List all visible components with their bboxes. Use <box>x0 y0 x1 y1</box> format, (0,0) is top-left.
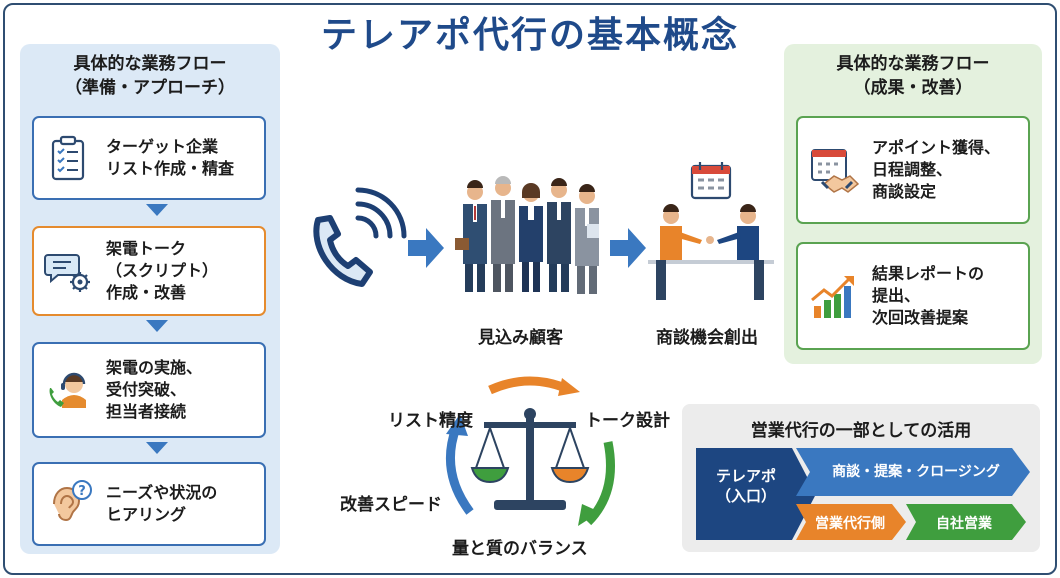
down-arrow <box>146 442 168 454</box>
flow-arrow <box>610 228 646 268</box>
right-panel-title-line2: （成果・改善） <box>853 78 973 98</box>
closing-label: 商談・提案・クロージング <box>832 464 1000 480</box>
clipboard-checklist-icon <box>51 135 85 181</box>
center-flow <box>313 162 774 300</box>
business-people-icon <box>455 176 599 294</box>
meeting-opportunity-label: 商談機会創出 <box>656 328 758 348</box>
usage-title: 営業代行の一部としての活用 <box>750 421 972 441</box>
balance-cycle-diagram <box>446 376 615 526</box>
step-call-script: 架電トーク （スクリプト） 作成・改善 <box>32 226 266 316</box>
balance-label-list-accuracy: リスト精度 <box>388 411 473 431</box>
down-arrow <box>146 204 168 216</box>
closing-chevron <box>796 448 1030 496</box>
prospects-label: 見込み顧客 <box>478 328 563 348</box>
left-workflow-panel: 具体的な業務フロー （準備・アプローチ） ターゲット企業 リスト作成・精査 架電… <box>20 44 280 554</box>
flow-arrow <box>408 228 444 268</box>
business-meeting-handshake-icon <box>648 204 774 300</box>
step-calling: 架電の実施、 受付突破、 担当者接続 <box>32 342 266 438</box>
step-appointment: アポイント獲得、 日程調整、 商談設定 <box>796 116 1030 224</box>
teleapo-line2: （入口） <box>715 487 776 505</box>
step-target-list: ターゲット企業 リスト作成・精査 <box>32 116 266 200</box>
step-text: アポイント獲得、 日程調整、 商談設定 <box>872 138 1001 201</box>
own-sales-label: 自社営業 <box>936 516 992 532</box>
balance-label-quantity-quality: 量と質のバランス <box>452 539 588 559</box>
step-hearing: ? ニーズや状況の ヒアリング <box>32 462 266 546</box>
balance-label-improvement-speed: 改善スピード <box>340 495 442 515</box>
agency-side-chevron <box>796 504 906 540</box>
calendar-handshake-icon <box>811 149 860 193</box>
cycle-arrow-orange <box>488 376 572 395</box>
teleapo-entry-chevron <box>696 448 816 540</box>
page-title: テレアポ代行の基本概念 <box>320 15 739 56</box>
teleapo-line1: テレアポ <box>715 467 776 485</box>
usage-chevrons <box>696 448 1030 540</box>
right-workflow-panel: 具体的な業務フロー （成果・改善） アポイント獲得、 日程調整、 商談設定 結果… <box>784 44 1042 364</box>
step-report: 結果レポートの 提出、 次回改善提案 <box>796 242 1030 350</box>
phone-call-icon <box>313 187 407 287</box>
step-text: 架電トーク （スクリプト） 作成・改善 <box>106 239 219 302</box>
svg-text:?: ? <box>78 484 86 499</box>
step-text: 架電の実施、 受付突破、 担当者接続 <box>106 358 203 421</box>
left-panel-title-line1: 具体的な業務フロー <box>73 54 227 74</box>
left-panel-title-line2: （準備・アプローチ） <box>65 78 235 98</box>
speech-bubble-gear-icon <box>44 254 90 292</box>
ear-question-icon: ? <box>53 480 92 522</box>
balance-label-talk-design: トーク設計 <box>585 411 670 431</box>
step-text: 結果レポートの 提出、 次回改善提案 <box>872 264 985 327</box>
down-arrow <box>146 320 168 332</box>
balance-scale-icon <box>470 408 590 510</box>
cycle-arrow-blue <box>446 426 474 515</box>
sales-agency-usage-box: 営業代行の一部としての活用 テレアポ （入口） 商談・提案・クロージング 営業代… <box>682 404 1040 552</box>
calendar-icon <box>690 162 732 200</box>
step-text: ターゲット企業 リスト作成・精査 <box>106 137 235 178</box>
headset-operator-phone-icon <box>49 372 86 408</box>
agency-side-label: 営業代行側 <box>815 516 885 532</box>
step-text: ニーズや状況の ヒアリング <box>106 483 218 524</box>
growth-bar-chart-icon <box>811 276 854 318</box>
right-panel-title-line1: 具体的な業務フロー <box>836 54 990 74</box>
own-sales-chevron <box>906 504 1026 540</box>
teleapo-entry-label: テレアポ （入口） <box>696 466 796 506</box>
